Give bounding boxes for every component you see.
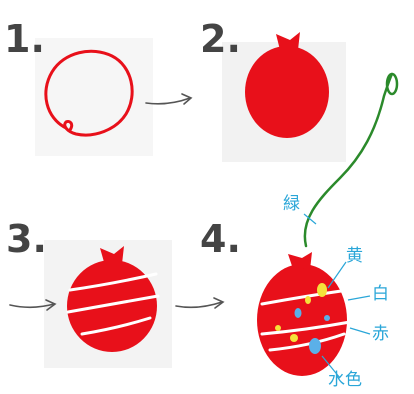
arrow-1-2 <box>145 93 193 105</box>
step-4-balloon <box>257 252 352 376</box>
label-yellow: 黄 <box>346 246 363 266</box>
step-2-number: 2. <box>200 17 241 61</box>
step-4-green-string <box>303 72 399 248</box>
label-white: 白 <box>372 284 389 304</box>
step-1-circle-outline <box>44 49 134 137</box>
step-2-balloon <box>245 32 329 138</box>
label-light-blue: 水色 <box>328 370 362 390</box>
step-4-balloon-dots <box>275 283 330 354</box>
label-red: 赤 <box>372 324 389 344</box>
arrow-into-step-3 <box>9 299 57 311</box>
label-leader-lines <box>303 213 371 379</box>
step-3-balloon <box>66 246 160 352</box>
step-3-number: 3. <box>6 217 47 261</box>
arrow-3-4 <box>175 297 225 309</box>
label-green: 緑 <box>283 194 300 214</box>
step-1-number: 1. <box>4 17 45 61</box>
step-4-number: 4. <box>200 217 241 261</box>
